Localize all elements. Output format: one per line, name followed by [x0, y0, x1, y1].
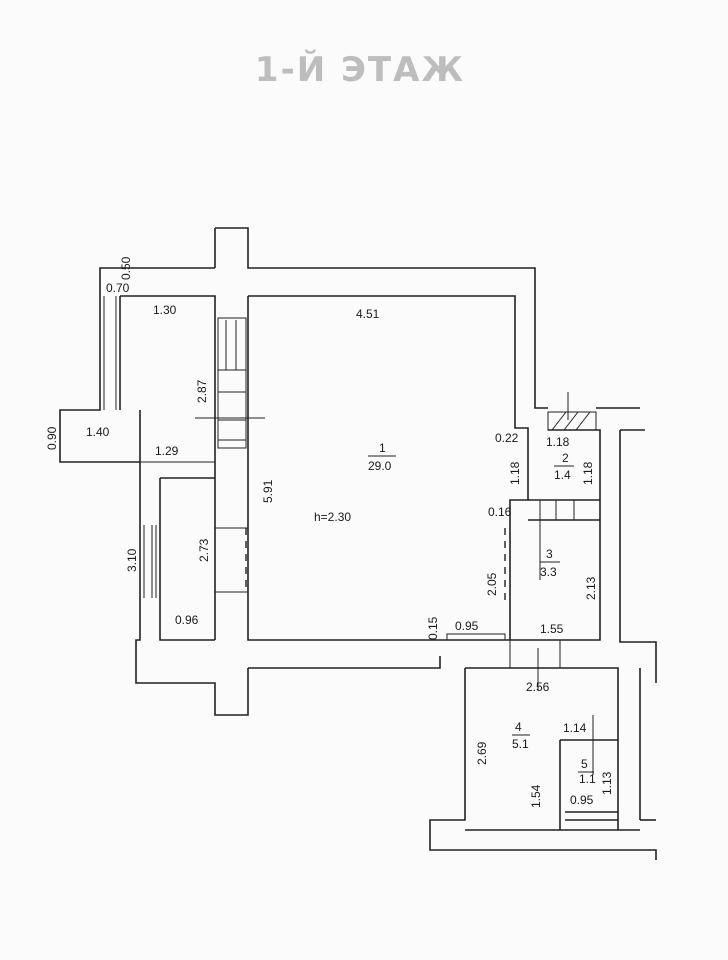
dim-2-73: 2.73 — [197, 538, 211, 562]
dim-1-18-top: 1.18 — [546, 435, 570, 449]
room-3-number: 3 — [546, 547, 553, 561]
dim-0-22: 0.22 — [495, 431, 519, 445]
room-3-area: 3.3 — [540, 565, 557, 579]
dim-1-40: 1.40 — [86, 425, 110, 439]
dim-1-54: 1.54 — [529, 784, 543, 808]
room-5-area: 1.1 — [579, 772, 596, 786]
dim-1-14: 1.14 — [563, 721, 587, 735]
dim-4-51: 4.51 — [356, 307, 380, 321]
inner-walls — [119, 295, 640, 831]
plan-details — [103, 296, 597, 775]
dim-2-69: 2.69 — [475, 741, 489, 765]
dim-1-29: 1.29 — [155, 444, 179, 458]
dim-2-87: 2.87 — [195, 379, 209, 403]
dim-1-13: 1.13 — [600, 771, 614, 795]
ceiling-height: h=2.30 — [314, 510, 351, 524]
room-1-number: 1 — [379, 441, 386, 455]
dimension-labels: 0.50 0.70 1.30 4.51 2.87 0.90 1.40 1.29 … — [45, 256, 614, 808]
dim-2-56: 2.56 — [526, 680, 550, 694]
dim-3-10: 3.10 — [125, 548, 139, 572]
outer-walls — [59, 227, 657, 860]
room-5-number: 5 — [581, 757, 588, 771]
room-2-area: 1.4 — [554, 468, 571, 482]
dim-1-18-left: 1.18 — [508, 461, 522, 485]
dim-0-50: 0.50 — [119, 256, 133, 280]
room-1-area: 29.0 — [368, 459, 392, 473]
floor-title: 1-Й ЭТАЖ — [254, 50, 466, 90]
dim-2-13: 2.13 — [584, 576, 598, 600]
dim-1-30: 1.30 — [153, 303, 177, 317]
room-2-number: 2 — [562, 451, 569, 465]
dim-1-55: 1.55 — [540, 622, 564, 636]
dim-0-95-room1: 0.95 — [455, 619, 479, 633]
room-4-area: 5.1 — [512, 737, 529, 751]
room-4-number: 4 — [515, 720, 522, 734]
dim-0-90: 0.90 — [45, 426, 59, 450]
dim-0-15: 0.15 — [426, 616, 440, 640]
dim-0-96: 0.96 — [175, 613, 199, 627]
room-labels: 1 29.0 2 1.4 3 3.3 4 5.1 5 1.1 — [368, 441, 596, 786]
dim-2-05: 2.05 — [485, 572, 499, 596]
dim-5-91: 5.91 — [261, 479, 275, 503]
dim-1-18-right: 1.18 — [581, 461, 595, 485]
dim-0-70: 0.70 — [106, 281, 130, 295]
dim-0-16: 0.16 — [488, 505, 512, 519]
dim-0-95-room5: 0.95 — [570, 793, 594, 807]
